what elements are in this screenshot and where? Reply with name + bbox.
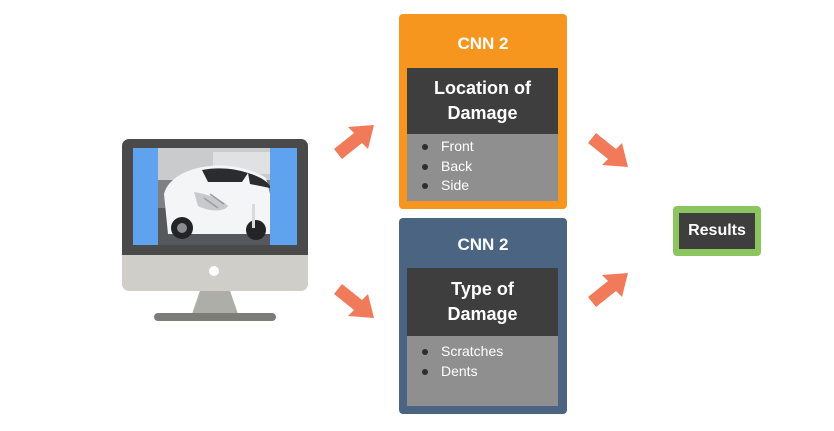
- cnn-heading: Location of Damage: [407, 68, 558, 134]
- flow-arrow-icon: [334, 125, 374, 159]
- list-item: Side: [407, 176, 558, 196]
- cnn-title: CNN 2: [457, 34, 509, 53]
- flow-arrow-icon: [334, 284, 374, 318]
- monitor-screen: [133, 148, 297, 245]
- cnn-title: CNN 2: [457, 235, 509, 254]
- damaged-car-photo: [158, 148, 270, 245]
- list-item: Scratches: [407, 342, 558, 362]
- list-item: Dents: [407, 362, 558, 382]
- cnn-heading-line: Type of: [451, 279, 514, 299]
- list-item: Back: [407, 157, 558, 177]
- results-label: Results: [679, 213, 755, 249]
- flow-arrow-icon: [588, 273, 628, 307]
- power-button-icon: [209, 266, 219, 276]
- monitor-base: [154, 313, 276, 321]
- cnn-item-list: Scratches Dents: [407, 336, 558, 406]
- list-item: Front: [407, 137, 558, 157]
- cnn-item-list: Front Back Side: [407, 134, 558, 201]
- monitor-stand: [192, 291, 238, 313]
- cnn-type-box: CNN 2 Type of Damage Scratches Dents: [399, 218, 567, 414]
- cnn-heading-line: Damage: [447, 103, 518, 123]
- cnn-heading-line: Location of: [434, 78, 531, 98]
- cnn-heading-line: Damage: [447, 304, 518, 324]
- cnn-location-box: CNN 2 Location of Damage Front Back Side: [399, 14, 567, 209]
- cnn-heading: Type of Damage: [407, 268, 558, 336]
- flow-arrow-icon: [588, 133, 628, 167]
- results-box: Results: [673, 206, 761, 256]
